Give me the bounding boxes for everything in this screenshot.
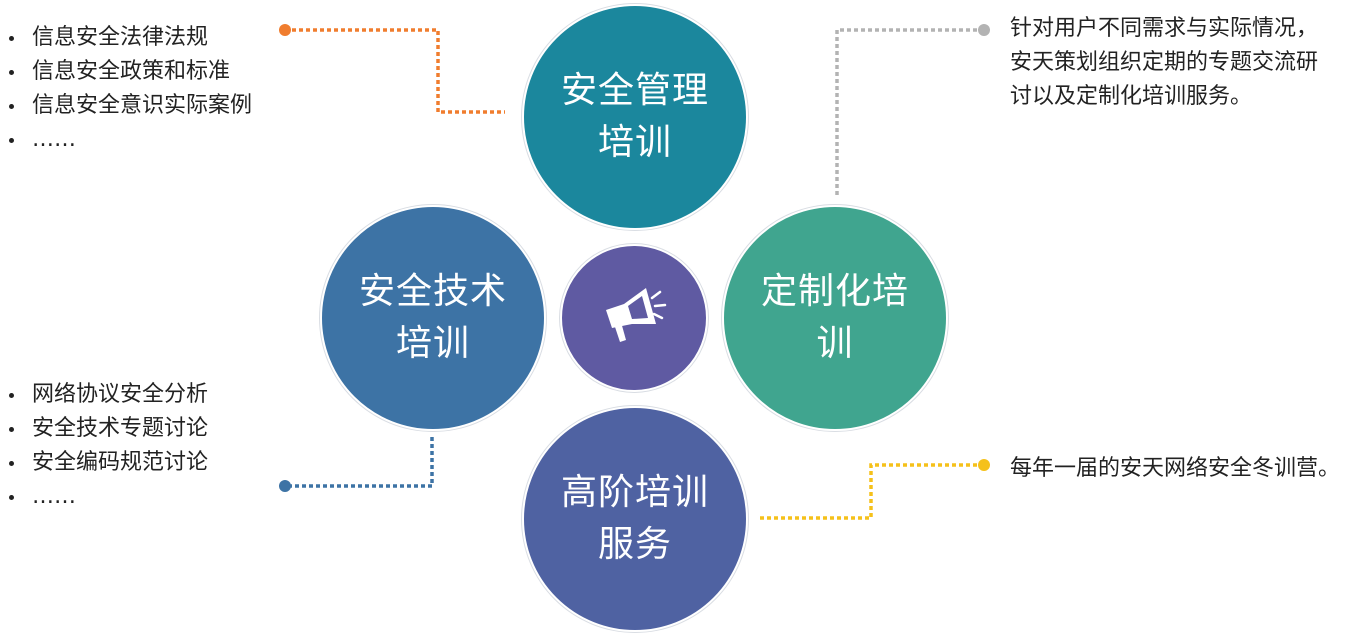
bullet-icon — [9, 427, 14, 432]
circle-label: 定制化培 训 — [760, 271, 909, 364]
custom-training-description: 针对用户不同需求与实际情况， 安天策划组织定期的专题交流研 讨以及定制化培训服务… — [1010, 12, 1318, 114]
circle-security-management-training: 安全管理 培训 — [522, 4, 748, 230]
description-line: 安天策划组织定期的专题交流研 — [1010, 50, 1319, 75]
connector-right-desc — [835, 28, 984, 195]
list-item: 信息安全意识实际案例 — [0, 89, 252, 123]
connector-right-desc-dot — [978, 24, 990, 36]
management-training-topics: 信息安全法律法规 信息安全政策和标准 信息安全意识实际案例 …… — [0, 21, 252, 157]
list-item: 网络协议安全分析 — [0, 378, 208, 412]
circle-label: 安全管理 培训 — [560, 70, 709, 163]
connector-bottom-list — [285, 437, 434, 488]
bullet-icon — [9, 495, 14, 500]
description-line: 讨以及定制化培训服务。 — [1010, 84, 1253, 109]
list-item: 安全编码规范讨论 — [0, 446, 208, 480]
circle-label: 安全技术 培训 — [358, 271, 507, 364]
circle-advanced-training-service: 高阶培训 服务 — [522, 406, 748, 632]
circle-custom-training: 定制化培 训 — [722, 205, 948, 431]
circle-label: 高阶培训 服务 — [560, 472, 709, 565]
advanced-training-description: 每年一届的安天网络安全冬训营。 — [1010, 456, 1341, 481]
list-item: …… — [0, 480, 208, 514]
bullet-icon — [9, 104, 14, 109]
list-item: 信息安全政策和标准 — [0, 55, 252, 89]
bullet-icon — [9, 393, 14, 398]
connector-bottom-desc-dot — [978, 459, 990, 471]
bullet-icon — [9, 70, 14, 75]
connector-top-list-dot — [279, 24, 291, 36]
bullet-icon — [9, 36, 14, 41]
list-item: 安全技术专题讨论 — [0, 412, 208, 446]
technology-training-topics: 网络协议安全分析 安全技术专题讨论 安全编码规范讨论 …… — [0, 378, 208, 514]
connector-bottom-desc — [760, 463, 984, 520]
connector-bottom-list-dot — [279, 480, 291, 492]
bullet-icon — [9, 138, 14, 143]
bullet-icon — [9, 461, 14, 466]
description-line: 针对用户不同需求与实际情况， — [1010, 16, 1319, 41]
circle-security-technology-training: 安全技术 培训 — [320, 205, 546, 431]
center-circle — [560, 244, 708, 392]
megaphone-icon — [606, 288, 667, 342]
list-item: …… — [0, 123, 252, 157]
list-item: 信息安全法律法规 — [0, 21, 252, 55]
connector-top-list — [285, 28, 505, 114]
